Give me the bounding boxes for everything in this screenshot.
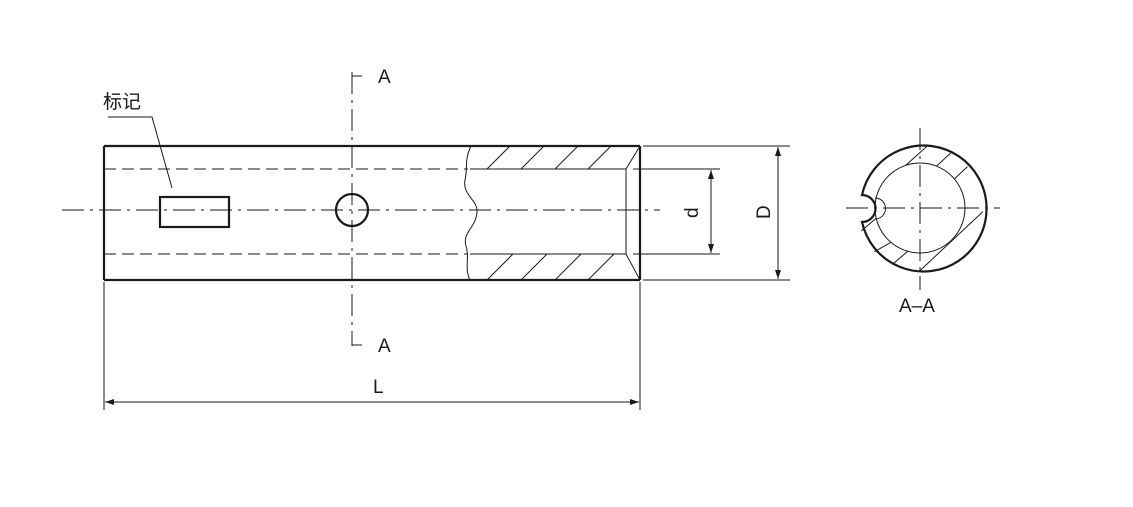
break-line [464,145,478,281]
marking-label: 标记 [103,91,141,113]
sleeve-body [102,144,642,282]
section-view-A-A [846,128,1000,290]
section-label-bottom: A [378,336,391,357]
length-label: L [373,377,384,398]
marking-leader-line [108,116,173,189]
section-view-label: A–A [899,296,935,317]
section-hatching [486,145,615,281]
section-label-top: A [378,67,391,88]
marking-slot [158,195,231,229]
inner-diameter-label: d [682,207,703,218]
outer-diameter-label: D [754,205,775,219]
